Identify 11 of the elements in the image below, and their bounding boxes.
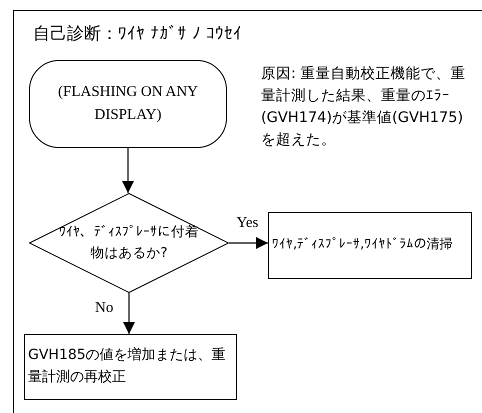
edge-label: Yes (236, 215, 258, 232)
start-box: (FLASHING ON ANY DISPLAY) (29, 60, 227, 148)
note-text: 原因: 重量自動校正機能で、重量計測した結果、重量のｴﾗｰ(GVH174)が基準値(GVH175)を超えた。 (261, 65, 466, 150)
edge-label: No (95, 300, 114, 316)
decision-diamond: ﾜｲﾔ、ﾃﾞｨｽﾌﾟﾚｰｻに付着物はあるか? (29, 193, 229, 293)
arrow (122, 148, 134, 193)
process-box: GVH185の値を増加または、重量計測の再校正 (24, 334, 237, 400)
process-box: ﾜｲﾔ,ﾃﾞｨｽﾌﾟﾚｰｻ,ﾜｲﾔﾄﾞﾗﾑの清掃 (268, 212, 472, 279)
title: 自己診断：ﾜｲﾔ ﾅｶﾞｻ ﾉ ｺｳｾｲ (33, 23, 242, 45)
arrow (229, 237, 268, 249)
arrow (123, 293, 135, 334)
